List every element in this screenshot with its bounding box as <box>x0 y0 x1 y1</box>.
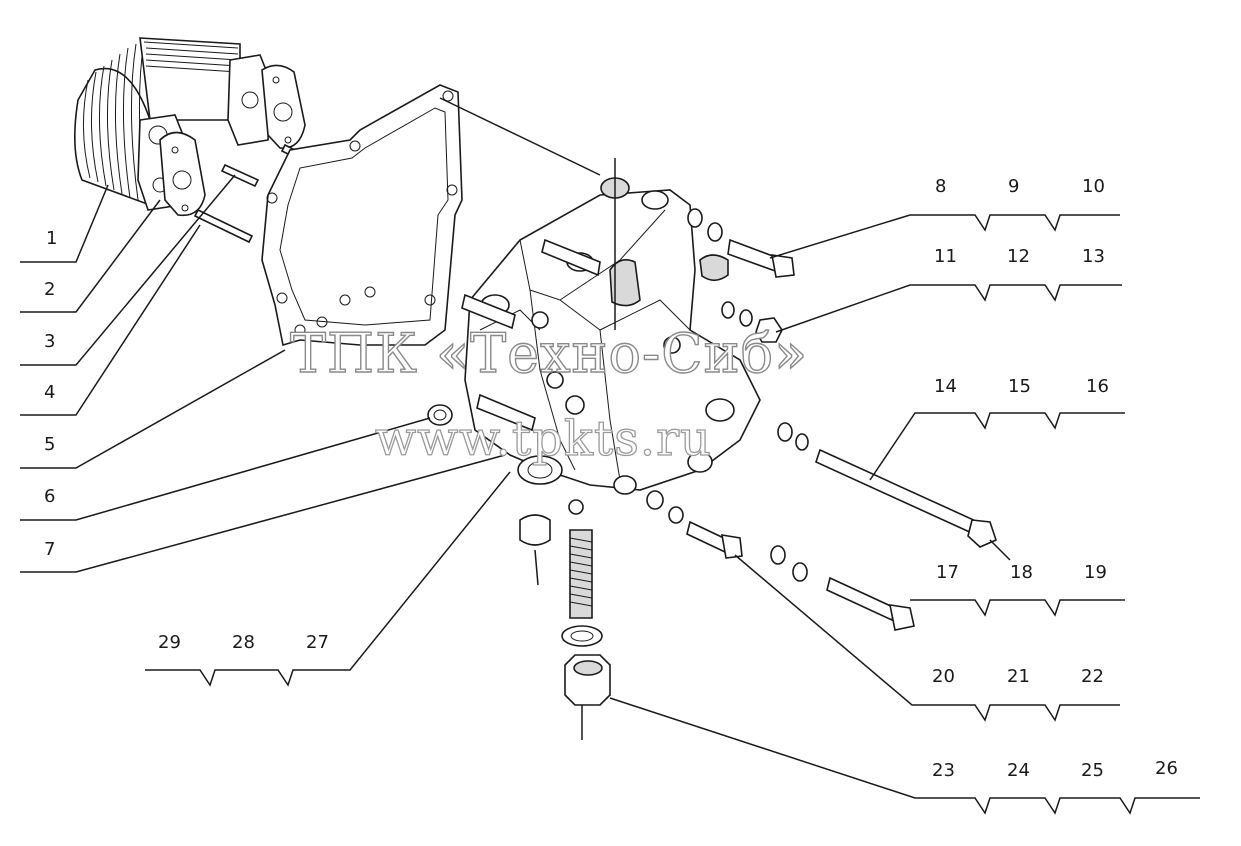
top-bolt-set <box>687 208 795 282</box>
callout-10: 10 <box>1082 176 1105 197</box>
callout-9: 9 <box>1008 176 1019 197</box>
callout-13: 13 <box>1082 246 1105 267</box>
center-lines <box>439 97 616 740</box>
callout-1: 1 <box>46 228 57 249</box>
callout-14: 14 <box>934 376 957 397</box>
callout-11: 11 <box>934 246 957 267</box>
mounting-gasket <box>261 84 463 347</box>
watermark-company: ТПК «Техно-Сиб» <box>290 322 808 385</box>
callout-3: 3 <box>44 331 55 352</box>
callout-6: 6 <box>44 486 55 507</box>
callout-19: 19 <box>1084 562 1107 583</box>
callout-29: 29 <box>158 632 181 653</box>
callout-28: 28 <box>232 632 255 653</box>
callout-15: 15 <box>1008 376 1031 397</box>
leader-lines-right <box>145 214 1200 815</box>
lower-bolt-set <box>646 490 915 631</box>
callout-4: 4 <box>44 382 55 403</box>
callout-27: 27 <box>306 632 329 653</box>
callout-20: 20 <box>932 666 955 687</box>
oil-cooler-core <box>74 37 241 211</box>
upper-flange-and-gasket <box>227 54 306 149</box>
filter-housing <box>461 177 761 495</box>
callout-2: 2 <box>44 279 55 300</box>
watermark-website: www.tpkts.ru <box>375 411 712 467</box>
callout-12: 12 <box>1007 246 1030 267</box>
callout-18: 18 <box>1010 562 1033 583</box>
callout-21: 21 <box>1007 666 1030 687</box>
callout-24: 24 <box>1007 760 1030 781</box>
callout-17: 17 <box>936 562 959 583</box>
bushing <box>427 404 453 426</box>
gasket-lower <box>159 131 206 217</box>
callout-25: 25 <box>1081 760 1104 781</box>
callout-22: 22 <box>1081 666 1104 687</box>
long-bolt-set <box>777 422 997 548</box>
callout-labels: 1 2 3 4 5 6 7 8 9 10 11 12 13 14 15 16 1… <box>44 176 1178 781</box>
callout-16: 16 <box>1086 376 1109 397</box>
callout-23: 23 <box>932 760 955 781</box>
nut-washer-set <box>721 301 783 343</box>
valve-spring-plug <box>519 499 611 706</box>
callout-26: 26 <box>1155 758 1178 779</box>
watermark: ТПК «Техно-Сиб» www.tpkts.ru <box>289 321 808 467</box>
callout-8: 8 <box>935 176 946 197</box>
callout-7: 7 <box>44 539 55 560</box>
leader-lines-left <box>20 174 506 573</box>
callout-5: 5 <box>44 434 55 455</box>
